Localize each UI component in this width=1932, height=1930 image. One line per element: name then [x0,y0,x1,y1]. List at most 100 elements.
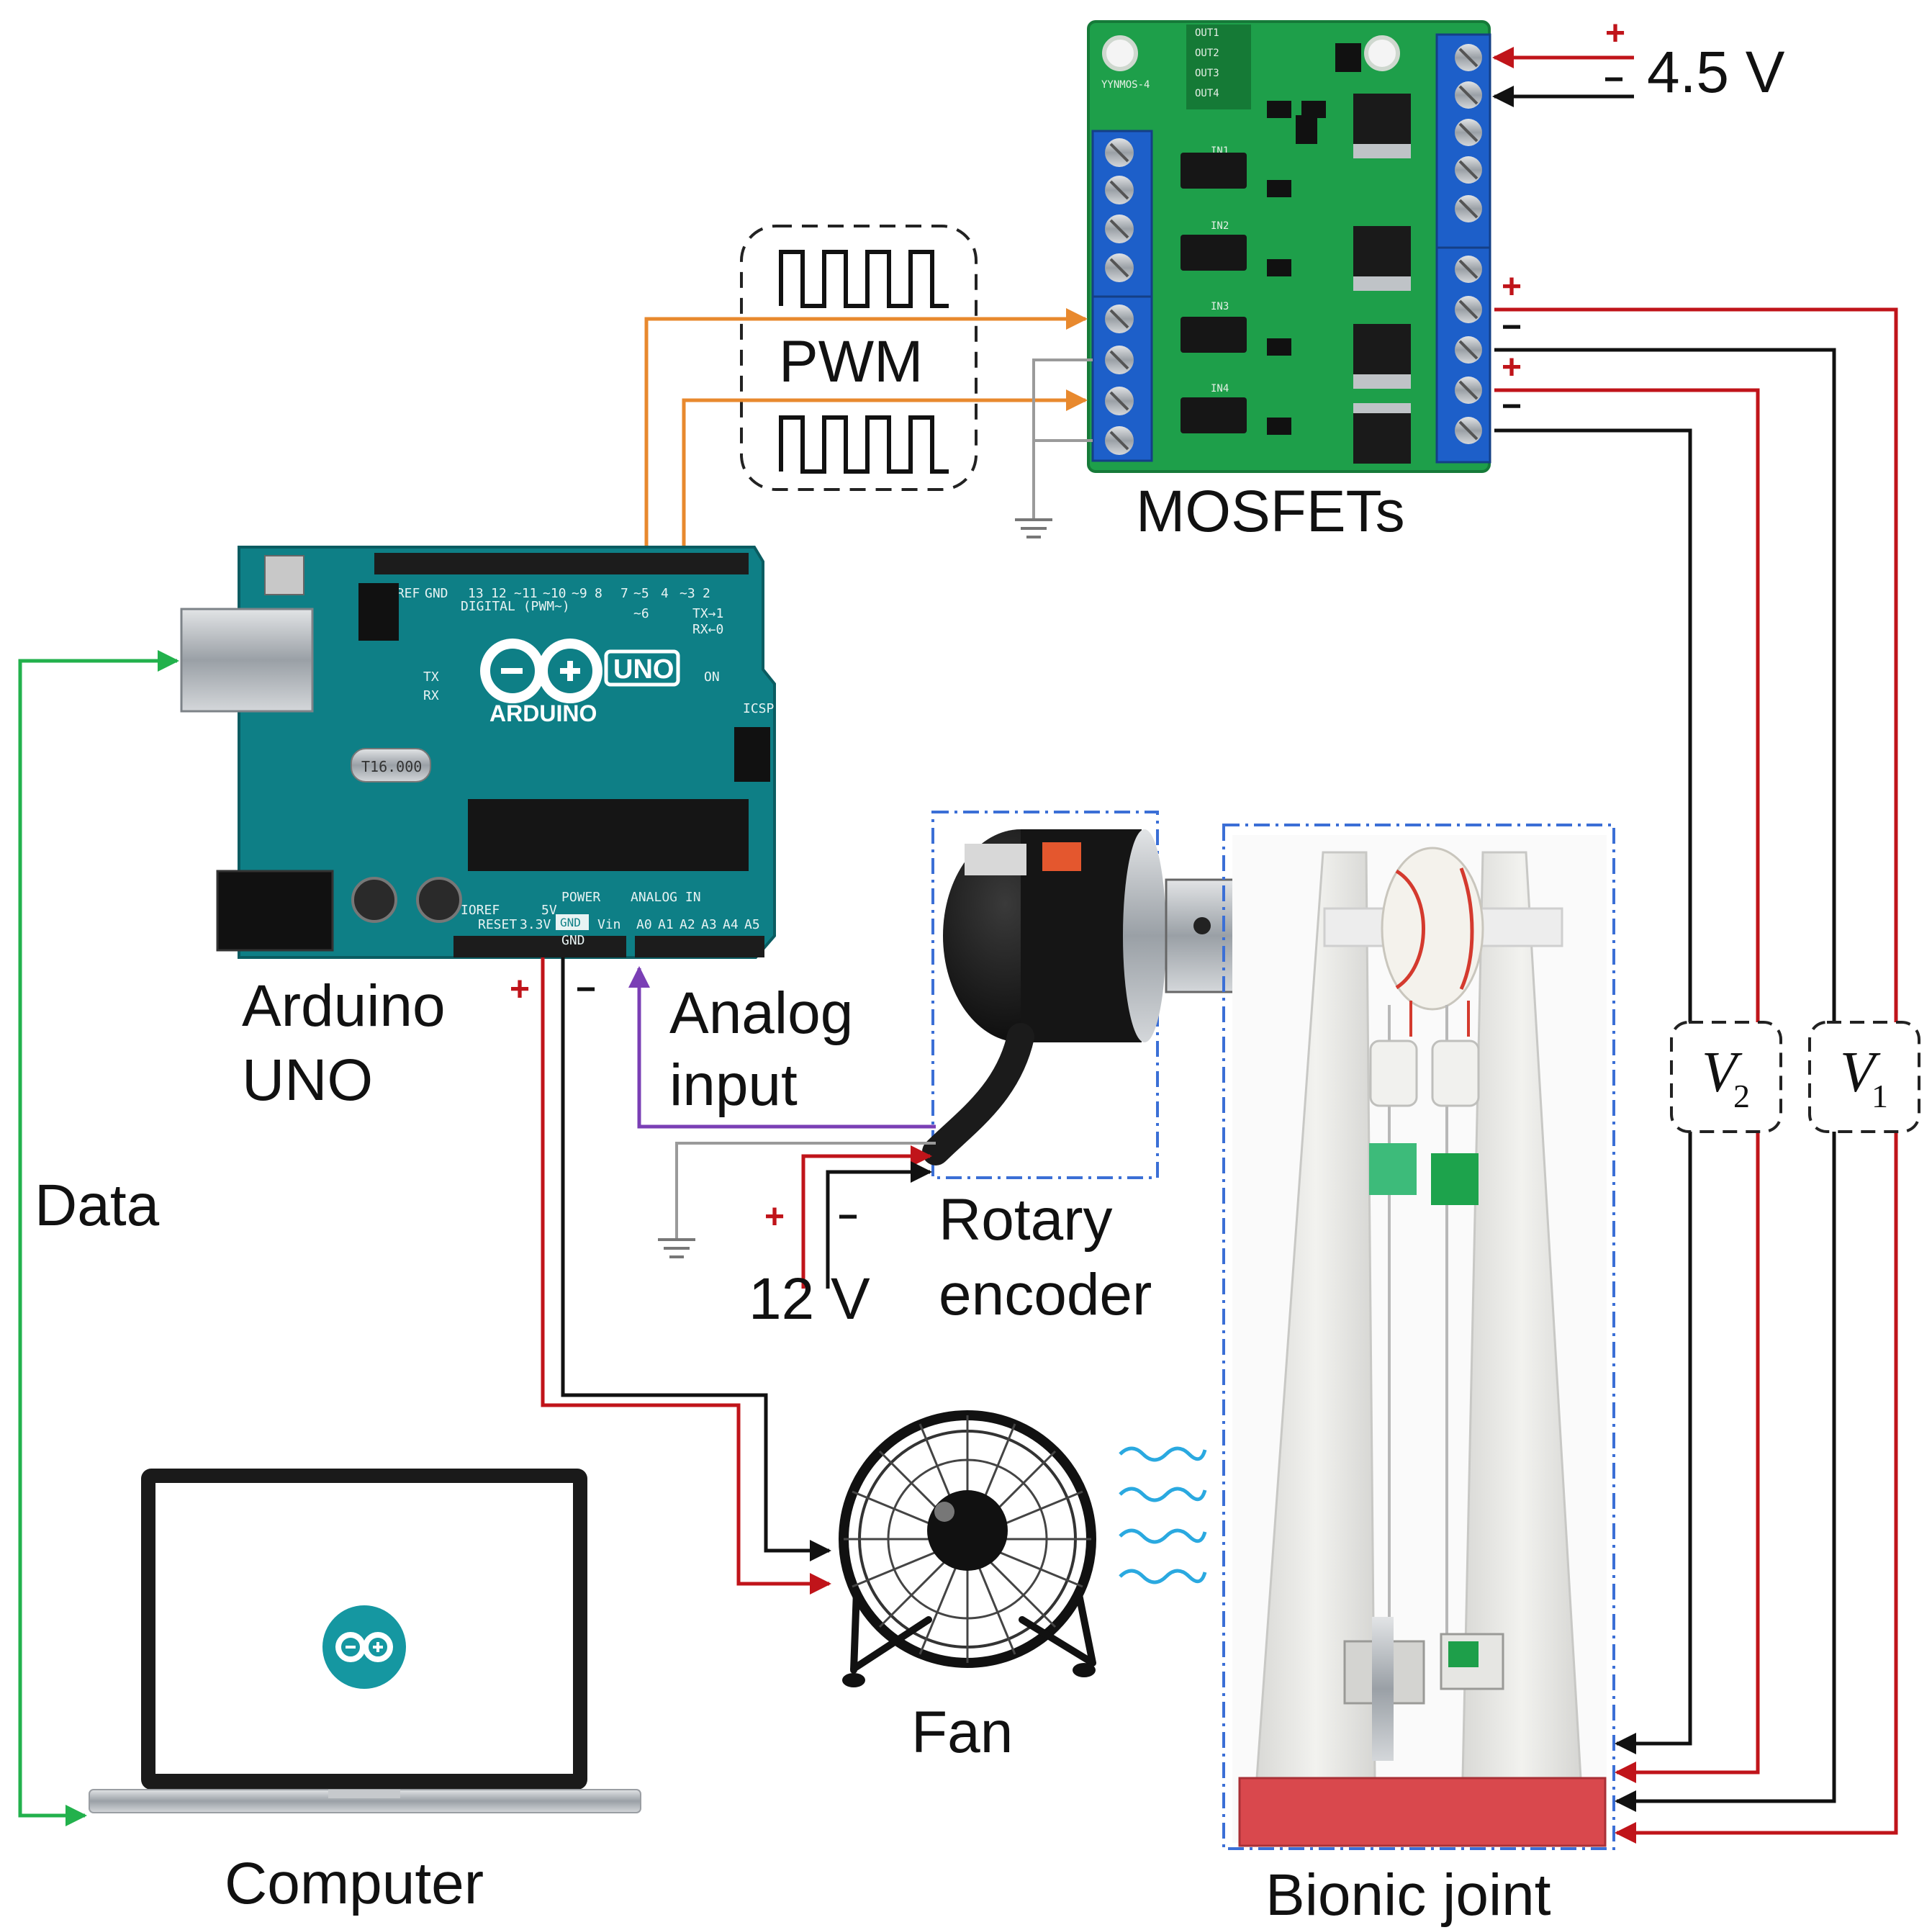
computer [89,1469,641,1813]
pwm-signal-box: PWM [740,225,978,491]
mosfet-transistors [1353,94,1411,464]
arduino-pin-a1: A1 [658,917,674,932]
mosfet-ground [1015,359,1093,538]
output1-plus: + [1502,268,1522,306]
arduino-pin-11: ~11 [514,586,538,601]
arduino-pin-13: 13 [468,586,484,601]
arduino-logo [480,639,602,703]
bionic-joint [1222,824,1615,1850]
output2-minus: − [1502,387,1522,425]
mosfet-input-terminal-top [1091,130,1153,299]
mosfet-out2-label: OUT2 [1195,48,1219,59]
arduino-pin-3v3: 3.3V [520,917,551,932]
voltmeter-v2-symbol: V [1702,1041,1743,1104]
mosfet-output-terminal-bottom [1435,246,1491,464]
arduino-brand-mark: ARDUINO [489,700,597,726]
arduino-analog-header-label: ANALOG IN [631,890,701,905]
mosfet-in3-label: IN3 [1211,301,1229,312]
encoder-sticker [965,844,1026,875]
arduino-board: DIGITAL (PWM~) 13 12 ~11 ~10 ~9 8 7 ~6 ~… [180,546,776,959]
arduino-pin-1: TX→1 [692,606,723,621]
voltmeter-v2: V 2 [1670,1021,1782,1133]
output2-plus: + [1502,348,1522,387]
arduino-digital-header-label: DIGITAL (PWM~) [461,599,570,614]
fan [839,1410,1207,1687]
arduino-pin-a2: A2 [680,917,695,932]
voltmeter-v1: V 1 [1808,1021,1920,1133]
arduino-pin-9: ~9 [572,586,587,601]
arduino-pin-12: 12 [491,586,507,601]
arduino-pin-reset: RESET [478,917,517,932]
arduino-5v-plus: + [510,970,530,1009]
mosfet-board-model: YYNMOS-4 [1101,79,1150,91]
encoder-label-line2: encoder [939,1262,1152,1327]
arduino-pin-4: 4 [661,586,669,601]
arduino-reset-button [264,555,304,595]
mosfet-out3-label: OUT3 [1195,68,1219,79]
arduino-pin-5: ~5 [633,586,649,601]
arduino-gnd-minus: − [576,970,596,1009]
arduino-pin-a4: A4 [723,917,739,932]
arduino-pin-gnd-2: GND [561,933,585,948]
voltmeter-v2-subscript: 2 [1733,1078,1750,1114]
encoder-label-line1: Rotary [939,1187,1113,1253]
arduino-pin-ioref: IOREF [461,903,500,918]
optocoupler-chips [1181,153,1247,433]
arduino-digital-header [374,553,749,574]
arduino-pin-7: 7 [620,586,628,601]
arduino-pin-a5: A5 [744,917,760,932]
arduino-crystal [351,748,431,783]
mosfet-in2-label: IN2 [1211,220,1229,232]
analog-input-wire [628,966,936,1129]
arduino-pin-8: 8 [595,586,602,601]
arduino-tx-led: TX [423,669,439,685]
mosfet-input-terminal-bottom [1091,295,1153,462]
voltmeter-v1-subscript: 1 [1872,1078,1888,1114]
arduino-pin-10: ~10 [543,586,566,601]
arduino-pin-2: 2 [703,586,710,601]
arduino-usb-port [180,608,314,713]
arduino-power-jack [216,870,334,952]
arduino-pin-6: ~6 [633,606,649,621]
arduino-pin-a3: A3 [701,917,717,932]
mosfets-label: MOSFETs [1136,479,1405,544]
supply-4v5-plus: + [1605,14,1625,53]
arduino-pin-a0: A0 [636,917,652,932]
arduino-rx-led: RX [423,688,439,703]
pwm-wires [644,308,1088,554]
arduino-pin-0: RX←0 [692,622,723,637]
voltmeter-v1-symbol: V [1840,1041,1881,1104]
arduino-gnd-top: GND [425,586,448,601]
bionic-joint-label: Bionic joint [1265,1862,1551,1928]
pwm-label: PWM [779,329,923,394]
supply-12v-label: 12 V [749,1266,870,1332]
supply-12v-plus: + [764,1198,785,1236]
output1-minus: − [1502,308,1522,346]
analog-input-label-line1: Analog [669,980,853,1046]
pwm-waveform-bottom [779,415,949,474]
arduino-pin-vin: Vin [597,917,621,932]
arduino-crystal-label: T16.000 [361,758,422,775]
analog-input-label-line2: input [669,1052,798,1118]
arduino-label-line2: UNO [242,1047,373,1113]
supply-4v5-wires [1492,47,1634,107]
fan-power-wires [541,957,831,1595]
arduino-pin-gnd-1: GND [560,916,581,929]
arduino-pin-5v: 5V [541,903,557,918]
arduino-icsp: ICSP [743,701,775,716]
arduino-power-header-label: POWER [561,890,600,905]
mosfet-out4-label: OUT4 [1195,88,1219,99]
encoder-supply-wires [658,1142,936,1289]
data-label: Data [35,1173,160,1238]
computer-label: Computer [225,1851,484,1916]
mosfet-in4-label: IN4 [1211,383,1229,394]
arduino-on-led: ON [704,669,720,685]
pwm-waveform-top [779,250,949,308]
arduino-atmega-chip [468,799,749,871]
arduino-pin-3: ~3 [680,586,695,601]
arduino-label-line1: Arduino [242,973,446,1039]
mosfet-board: YYNMOS-4 OUT1 OUT2 OUT3 OUT4 IN1 IN2 IN3… [1087,20,1491,473]
airflow-waves [1119,1446,1207,1584]
mosfet-output-terminal-top [1435,33,1491,249]
arduino-model-mark: UNO [613,654,674,685]
